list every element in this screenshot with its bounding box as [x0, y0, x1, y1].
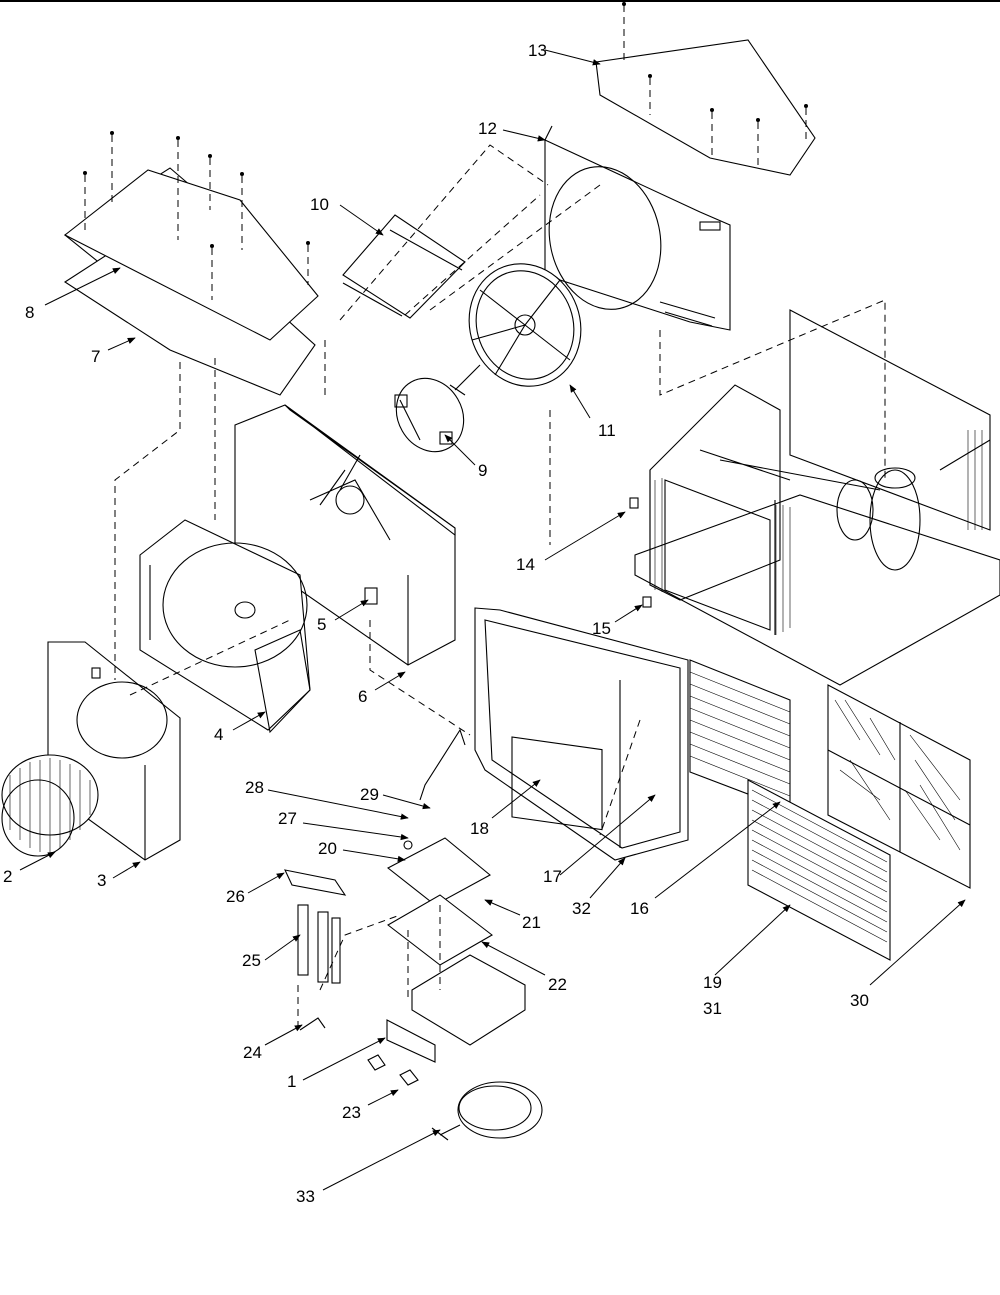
fan-motor [394, 364, 481, 453]
front-grille [747, 779, 891, 961]
control-components [284, 728, 543, 1141]
callout-24: 24 [243, 1043, 262, 1062]
callout-16: 16 [630, 899, 649, 918]
callout-8: 8 [25, 303, 34, 322]
air-filter [827, 684, 971, 889]
blower-wheel [1, 754, 99, 857]
callout-10: 10 [310, 195, 329, 214]
callout-labels: 1 2 3 4 5 6 7 8 9 10 11 12 13 14 15 16 1… [3, 41, 869, 1206]
callout-13: 13 [528, 41, 547, 60]
callout-12: 12 [478, 119, 497, 138]
callout-21: 21 [522, 913, 541, 932]
callout-17: 17 [543, 867, 562, 886]
callout-26: 26 [226, 887, 245, 906]
motor-bracket [342, 214, 466, 319]
callout-22: 22 [548, 975, 567, 994]
callout-18: 18 [470, 819, 489, 838]
blower-scroll-housing [139, 519, 311, 734]
callout-31: 31 [703, 999, 722, 1018]
callout-28: 28 [245, 778, 264, 797]
callout-7: 7 [91, 347, 100, 366]
callout-33: 33 [296, 1187, 315, 1206]
callout-2: 2 [3, 867, 12, 886]
partition-bulkhead [234, 404, 456, 666]
callout-leaders [19, 49, 966, 1191]
callout-25: 25 [242, 951, 261, 970]
callout-27: 27 [278, 809, 297, 828]
chassis-base-pan [629, 309, 1000, 686]
top-cover-panel [595, 2, 816, 176]
front-panel [474, 607, 689, 861]
callout-19: 19 [703, 973, 722, 992]
callout-30: 30 [850, 991, 869, 1010]
callout-23: 23 [342, 1103, 361, 1122]
callout-1: 1 [287, 1072, 296, 1091]
callout-11: 11 [598, 421, 616, 440]
callout-15: 15 [592, 619, 611, 638]
callout-20: 20 [318, 839, 337, 858]
callout-4: 4 [214, 725, 223, 744]
insulation-panels [63, 131, 319, 396]
assembly-guide-lines [114, 144, 886, 1030]
callout-5: 5 [317, 615, 326, 634]
callout-9: 9 [478, 461, 487, 480]
condenser-fan-blade [468, 263, 582, 387]
callout-32: 32 [572, 899, 591, 918]
callout-6: 6 [358, 687, 367, 706]
callout-3: 3 [97, 871, 106, 890]
air-louver-set [689, 659, 791, 811]
callout-29: 29 [360, 785, 379, 804]
callout-14: 14 [516, 555, 535, 574]
